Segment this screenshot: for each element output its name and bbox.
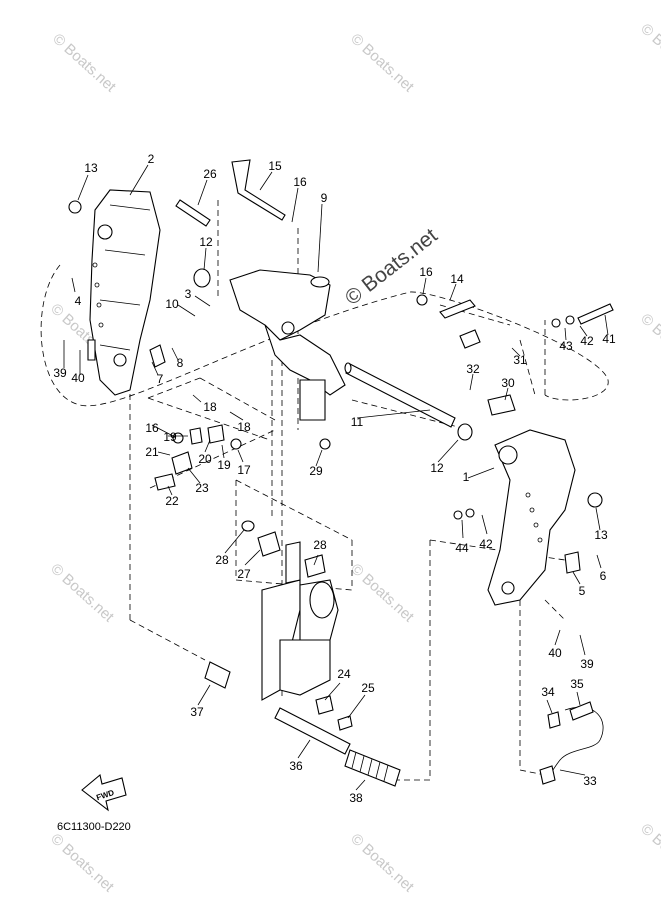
callout-40: 40 [71, 371, 85, 385]
watermark-bottom-left: © Boats.net [47, 830, 117, 896]
callout-42: 42 [479, 537, 493, 551]
callout-12: 12 [430, 461, 444, 475]
callout-27: 27 [237, 567, 251, 581]
callout-32: 32 [466, 362, 480, 376]
callout-34: 34 [541, 685, 555, 699]
callout-23: 23 [195, 481, 209, 495]
callout-14: 14 [450, 272, 464, 286]
callout-17: 17 [237, 463, 251, 477]
callout-16: 16 [293, 175, 307, 189]
callout-19: 19 [217, 458, 231, 472]
swivel-bracket [229, 269, 346, 421]
callout-12: 12 [199, 235, 213, 249]
callout-10: 10 [165, 297, 179, 311]
callout-1: 1 [463, 470, 470, 484]
fwd-arrow: FWD [81, 773, 127, 812]
callout-31: 31 [513, 353, 527, 367]
callout-11: 11 [351, 415, 364, 429]
callout-28: 28 [313, 538, 327, 552]
diagram-code: 6C11300-D220 [57, 821, 131, 833]
callout-33: 33 [583, 774, 597, 788]
callout-42: 42 [580, 334, 594, 348]
callout-2: 2 [148, 152, 155, 166]
watermark-bottom-center: © Boats.net [347, 830, 417, 896]
callout-28: 28 [215, 553, 229, 567]
callout-16: 16 [419, 265, 433, 279]
callout-25: 25 [361, 681, 375, 695]
callout-22: 22 [165, 494, 179, 508]
callout-39: 39 [53, 366, 67, 380]
small-parts [68, 200, 614, 578]
watermark-low-left: © Boats.net [47, 560, 117, 626]
callout-39: 39 [580, 657, 594, 671]
callout-5: 5 [579, 584, 586, 598]
watermark-low-center: © Boats.net [347, 560, 417, 626]
callout-15: 15 [268, 159, 282, 173]
bottom-parts [204, 661, 604, 787]
callout-36: 36 [289, 759, 303, 773]
callout-13: 13 [84, 161, 98, 175]
callout-9: 9 [321, 191, 328, 205]
callout-18: 18 [203, 400, 217, 414]
callout-16: 16 [145, 421, 159, 435]
callout-7: 7 [157, 372, 164, 386]
watermark-bottom-right: © Boats.net [637, 820, 661, 886]
callout-13: 13 [594, 528, 608, 542]
callout-37: 37 [190, 705, 204, 719]
callout-38: 38 [349, 791, 363, 805]
callout-29: 29 [309, 464, 323, 478]
callout-21: 21 [145, 445, 159, 459]
callout-35: 35 [570, 677, 584, 691]
callout-19: 19 [163, 430, 177, 444]
callout-3: 3 [185, 287, 192, 301]
callout-44: 44 [455, 541, 469, 555]
pin-and-lever [175, 159, 286, 227]
callout-18: 18 [237, 420, 251, 434]
callout-24: 24 [337, 667, 351, 681]
tilt-shaft [344, 362, 456, 428]
callout-26: 26 [203, 167, 217, 181]
callout-20: 20 [198, 452, 212, 466]
watermark-top-left: © Boats.net [49, 30, 119, 96]
callout-30: 30 [501, 376, 515, 390]
watermark-top-center: © Boats.net [347, 30, 417, 96]
callout-leaders [63, 164, 609, 791]
callouts: 13 2 26 15 16 9 12 4 3 10 39 40 7 8 16 1… [53, 152, 616, 805]
callout-8: 8 [177, 356, 184, 370]
callout-43: 43 [559, 339, 573, 353]
callout-4: 4 [75, 294, 82, 308]
left-clamp-bracket [87, 189, 161, 396]
callout-6: 6 [600, 569, 607, 583]
watermark-mid-right: © Boats.net [637, 310, 661, 376]
callout-41: 41 [602, 332, 616, 346]
power-trim-unit [261, 541, 339, 701]
right-clamp-bracket [487, 429, 576, 606]
watermark-top-right: © Boats.net [637, 20, 661, 86]
callout-40: 40 [548, 646, 562, 660]
